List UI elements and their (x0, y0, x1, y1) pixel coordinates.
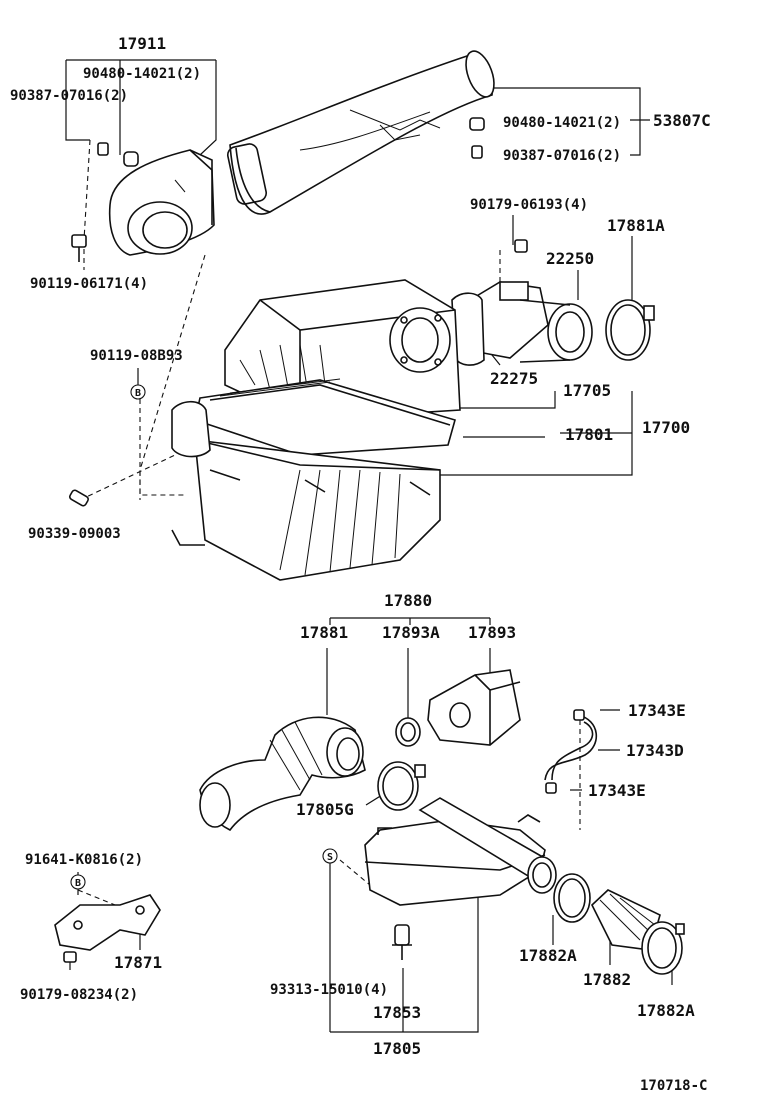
clip-90387-left (97, 142, 109, 156)
diagram-id: 170718-C (640, 1078, 707, 1094)
grommet-90480-right (469, 117, 485, 131)
clip-90387-right (471, 145, 483, 159)
label-17882a-right: 17882A (637, 1001, 695, 1020)
intake-hose-17881 (199, 716, 366, 832)
bolt-90119-06171 (71, 234, 87, 262)
label-17705: 17705 (563, 381, 611, 400)
label-91641-k0816: 91641-K0816(2) (25, 852, 143, 868)
label-93313-15010: 93313-15010(4) (270, 982, 388, 998)
air-cleaner-case-17700 (171, 400, 441, 581)
bracket-17871 (54, 894, 161, 951)
part-labels: 17911 90480-14021(2) 90387-07016(2) 9011… (10, 34, 711, 1094)
label-17881: 17881 (300, 623, 348, 642)
label-90480-14021-left: 90480-14021(2) (83, 66, 201, 82)
svg-text:B: B (135, 388, 141, 399)
label-17343e-top: 17343E (628, 701, 686, 720)
label-90179-08234: 90179-08234(2) (20, 987, 138, 1003)
air-duct-53807c (226, 50, 495, 215)
label-17343d: 17343D (626, 741, 684, 760)
label-17881a: 17881A (607, 216, 665, 235)
label-17700: 17700 (642, 418, 690, 437)
screw-90179-06193 (514, 239, 528, 253)
airflow-meter-22250 (469, 281, 593, 363)
label-17880: 17880 (384, 591, 432, 610)
label-90119-06171: 90119-06171(4) (30, 276, 148, 292)
hose-clamp-17882a-right (641, 921, 685, 975)
label-17871: 17871 (114, 953, 162, 972)
label-17882: 17882 (583, 970, 631, 989)
label-90179-06193: 90179-06193(4) (470, 197, 588, 213)
label-17343e-bottom: 17343E (588, 781, 646, 800)
label-17805g: 17805G (296, 800, 354, 819)
leader-lines (65, 59, 673, 1033)
label-90387-07016-left: 90387-07016(2) (10, 88, 128, 104)
symbol-b-upper: B (130, 384, 146, 400)
label-53807c: 53807C (653, 111, 711, 130)
svg-text:S: S (327, 852, 333, 863)
grommet-17853 (392, 924, 412, 960)
hose-17343d (544, 714, 598, 781)
label-90119-08b93: 90119-08B93 (90, 348, 183, 364)
air-inlet-17911 (108, 149, 215, 256)
resonator-17893 (427, 669, 521, 746)
grommet-90480-left (123, 151, 139, 167)
hose-clamp-17893a (395, 717, 421, 747)
label-17911: 17911 (118, 34, 166, 53)
label-17801: 17801 (565, 425, 613, 444)
label-17853: 17853 (373, 1003, 421, 1022)
clip-90339-09003 (69, 489, 89, 507)
label-17805: 17805 (373, 1039, 421, 1058)
clip-90179-08234 (63, 951, 77, 963)
clamp-17343e-top (573, 709, 585, 721)
label-90480-14021-right: 90480-14021(2) (503, 115, 621, 131)
label-22250: 22250 (546, 249, 594, 268)
label-22275: 22275 (490, 369, 538, 388)
label-90387-07016-right: 90387-07016(2) (503, 148, 621, 164)
label-17893a: 17893A (382, 623, 440, 642)
symbol-s: S (322, 848, 338, 864)
label-90339-09003: 90339-09003 (28, 526, 121, 542)
svg-text:B: B (75, 878, 81, 889)
air-filter-element-17801 (194, 378, 456, 456)
symbol-b-lower: B (70, 874, 86, 890)
hose-clamp-17882a-left (553, 873, 591, 923)
label-17882a-left: 17882A (519, 946, 577, 965)
hose-clamp-17881a (605, 299, 655, 361)
gasket-22275 (451, 292, 485, 366)
clamp-17343e-bottom (545, 782, 557, 794)
hose-clamp-17805g (377, 761, 426, 811)
air-cleaner-hose-assembly-17805 (364, 797, 557, 906)
label-17893: 17893 (468, 623, 516, 642)
